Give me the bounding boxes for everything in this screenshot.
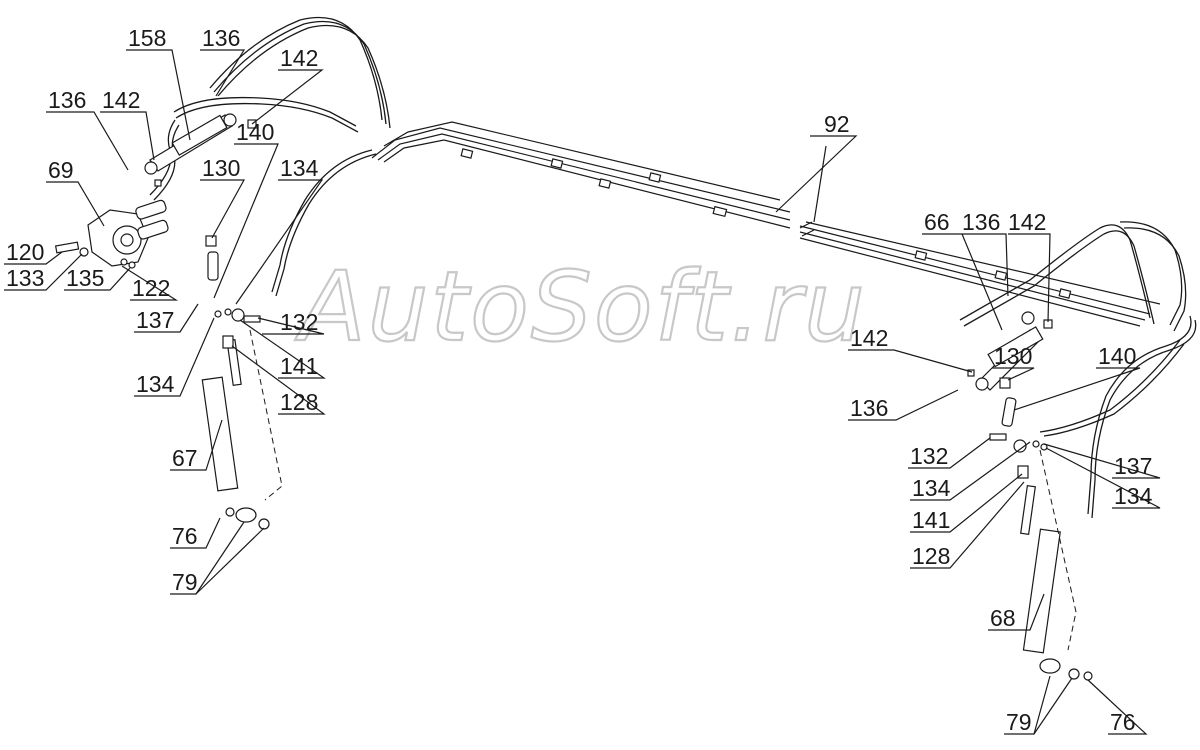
parts-128-141-fittings-right — [989, 377, 1048, 479]
callout-76-right: 76 — [1110, 709, 1136, 735]
hoses-right — [959, 221, 1197, 519]
callout-128-right: 128 — [912, 543, 950, 569]
callout-134-left-top: 134 — [280, 155, 319, 181]
callout-140-left: 140 — [236, 119, 274, 145]
callout-labels: 158 136 142 136 142 69 120 133 135 122 1… — [6, 25, 1153, 735]
part-120-bolt — [54, 241, 89, 257]
callout-142-right-top: 142 — [1008, 209, 1046, 235]
callout-132-right: 132 — [910, 443, 948, 469]
callout-76-left: 76 — [172, 523, 198, 549]
callout-92: 92 — [824, 111, 850, 137]
callout-128-left: 128 — [280, 389, 318, 415]
part-158-cylinder — [144, 113, 237, 175]
callout-137-left: 137 — [136, 307, 174, 333]
callout-122: 122 — [132, 275, 170, 301]
callout-79-left: 79 — [172, 569, 198, 595]
callout-134-right-b: 134 — [1114, 483, 1153, 509]
callout-79-right: 79 — [1006, 709, 1032, 735]
callout-67: 67 — [172, 445, 198, 471]
callout-136-right-bot: 136 — [850, 395, 888, 421]
callout-136-top: 136 — [202, 25, 240, 51]
callout-69: 69 — [48, 157, 74, 183]
callout-66: 66 — [924, 209, 950, 235]
callout-142-left: 142 — [102, 87, 140, 113]
parts-122-135-nuts — [120, 258, 136, 269]
part-66-cylinder — [975, 311, 1044, 391]
leader-lines — [4, 49, 1161, 735]
callout-68: 68 — [990, 605, 1016, 631]
callout-141-right: 141 — [912, 507, 950, 533]
callout-130-right: 130 — [994, 343, 1032, 369]
cylinder-67 — [201, 329, 283, 530]
callout-142-right: 142 — [850, 325, 888, 351]
callout-141-left: 141 — [280, 353, 318, 379]
callout-130-left: 130 — [202, 155, 240, 181]
callout-137-right: 137 — [1114, 453, 1152, 479]
cylinder-68 — [1020, 449, 1093, 681]
parts-128-141-fittings-left — [205, 235, 261, 349]
callout-136-left: 136 — [48, 87, 86, 113]
callout-158: 158 — [128, 25, 166, 51]
callout-140-right: 140 — [1098, 343, 1136, 369]
callout-120: 120 — [6, 239, 44, 265]
callout-134-left-bot: 134 — [136, 371, 175, 397]
hoses-left — [149, 16, 391, 297]
watermark-text: AutoSoft.ru — [294, 251, 867, 363]
callout-133: 133 — [6, 265, 44, 291]
part-69-motor-flange — [87, 199, 169, 267]
callout-132-left: 132 — [280, 309, 318, 335]
pipe-bundle-92 — [371, 121, 1161, 327]
callout-142-top: 142 — [280, 45, 318, 71]
callout-134-right-a: 134 — [912, 475, 951, 501]
callout-135: 135 — [66, 265, 104, 291]
callout-136-right: 136 — [962, 209, 1000, 235]
